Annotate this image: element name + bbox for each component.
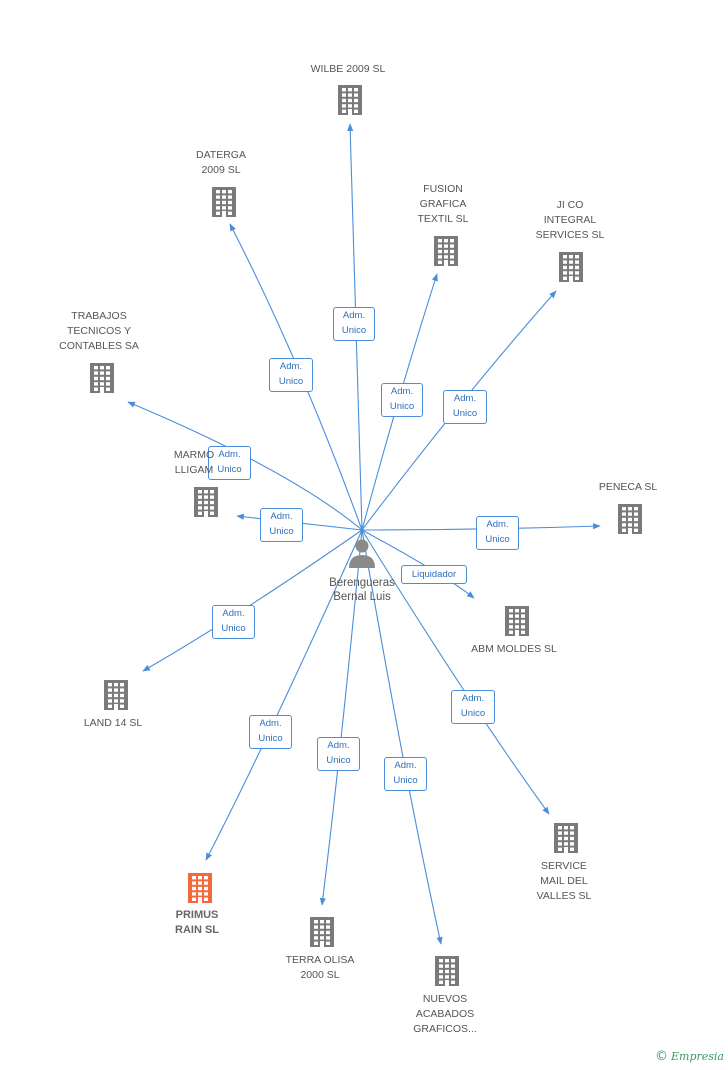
person-name-label[interactable]: Berengueras Bernal Luis — [329, 577, 395, 603]
company-label-marmol[interactable]: MARMO LLIGAM — [173, 449, 215, 476]
building-icon-nuevos[interactable] — [435, 956, 459, 986]
company-label-fusion[interactable]: FUSION GRAFICA TEXTIL SL — [417, 183, 469, 225]
company-label-terra[interactable]: TERRA OLISA 2000 SL — [285, 954, 355, 981]
person-icon[interactable] — [349, 539, 375, 569]
company-label-peneca[interactable]: PENECA SL — [598, 481, 658, 493]
company-label-primus[interactable]: PRIMUS RAIN SL — [175, 909, 219, 936]
company-label-trabajos[interactable]: TRABAJOS TECNICOS Y CONTABLES SA — [59, 310, 139, 352]
building-icon-service[interactable] — [554, 823, 578, 853]
building-icon-primus[interactable] — [188, 873, 212, 903]
edge-role-label-daterga[interactable]: Adm. Unico — [269, 358, 313, 392]
company-label-daterga[interactable]: DATERGA 2009 SL — [196, 149, 246, 176]
building-icon-fusion[interactable] — [434, 236, 458, 266]
edge-role-label-land[interactable]: Adm. Unico — [212, 605, 255, 639]
building-icon-terra[interactable] — [310, 917, 334, 947]
edge-role-label-fusion[interactable]: Adm. Unico — [381, 383, 423, 417]
edge-role-label-primus[interactable]: Adm. Unico — [249, 715, 292, 749]
edge-role-label-peneca[interactable]: Adm. Unico — [476, 516, 519, 550]
building-icon-trabajos[interactable] — [90, 363, 114, 393]
brand-name: Empresia — [671, 1050, 724, 1063]
edge-role-label-jico[interactable]: Adm. Unico — [443, 390, 487, 424]
edge-role-label-service[interactable]: Adm. Unico — [451, 690, 495, 724]
edge-role-label-wilbe[interactable]: Adm. Unico — [333, 307, 375, 341]
edge-role-label-terra[interactable]: Adm. Unico — [317, 737, 360, 771]
building-icon-abm[interactable] — [505, 606, 529, 636]
company-label-nuevos[interactable]: NUEVOS ACABADOS GRAFICOS... — [413, 993, 477, 1035]
company-label-land[interactable]: LAND 14 SL — [83, 717, 143, 729]
edge-trabajos — [127, 401, 363, 531]
building-icon-land[interactable] — [104, 680, 128, 710]
building-icon-wilbe[interactable] — [338, 85, 362, 115]
copyright-icon: © — [655, 1049, 668, 1064]
edge-role-label-trabajos[interactable]: Adm. Unico — [208, 446, 251, 480]
building-icon-jico[interactable] — [559, 252, 583, 282]
edge-role-label-nuevos[interactable]: Adm. Unico — [384, 757, 427, 791]
company-label-service[interactable]: SERVICE MAIL DEL VALLES SL — [536, 860, 592, 902]
building-icon-daterga[interactable] — [212, 187, 236, 217]
edge-service — [361, 529, 550, 815]
company-label-abm[interactable]: ABM MOLDES SL — [471, 643, 557, 655]
brand-footer[interactable]: ©Empresia — [655, 1049, 724, 1064]
building-icon-peneca[interactable] — [618, 504, 642, 534]
edge-role-label-abm[interactable]: Liquidador — [401, 565, 467, 584]
edge-role-label-marmol[interactable]: Adm. Unico — [260, 508, 303, 542]
building-icon-marmol[interactable] — [194, 487, 218, 517]
company-label-wilbe[interactable]: WILBE 2009 SL — [310, 63, 386, 75]
company-label-jico[interactable]: JI CO INTEGRAL SERVICES SL — [535, 199, 605, 241]
